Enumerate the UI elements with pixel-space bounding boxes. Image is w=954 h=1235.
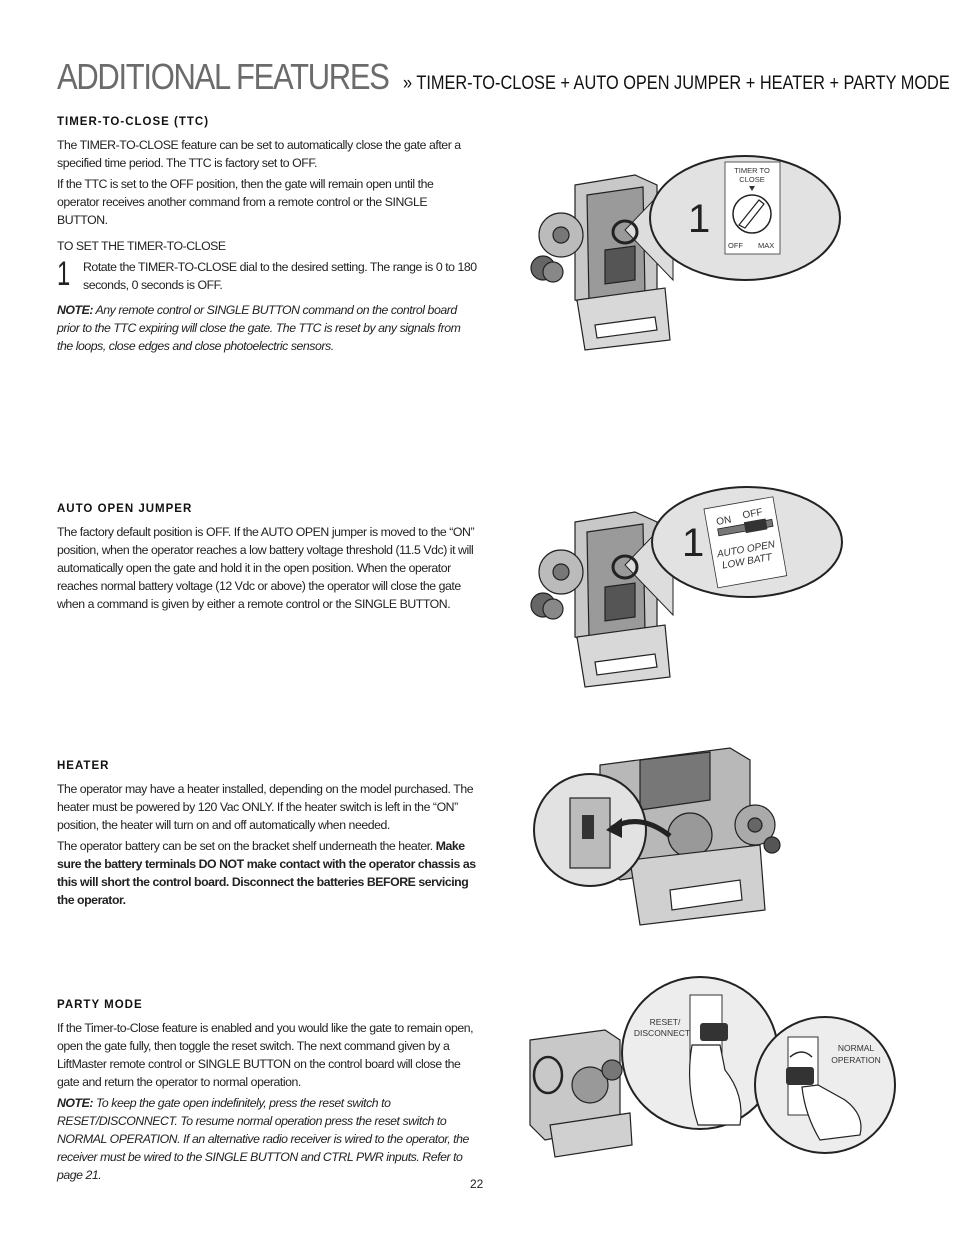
warning-text: Make sure the battery terminals DO NOT m… <box>57 839 476 907</box>
paragraph: The operator may have a heater installed… <box>57 782 474 832</box>
page-number: 22 <box>470 1177 484 1191</box>
subheading: TO SET THE TIMER-TO-CLOSE <box>57 239 226 253</box>
paragraph: The factory default position is OFF. If … <box>57 525 475 611</box>
paragraph: If the Timer-to-Close feature is enabled… <box>57 1021 474 1089</box>
step-number: 1 <box>57 255 71 293</box>
note: NOTE: Any remote control or SINGLE BUTTO… <box>57 301 477 355</box>
paragraph: If the TTC is set to the OFF position, t… <box>57 177 434 227</box>
section-heading: PARTY MODE <box>57 999 143 1011</box>
callout-marker <box>611 219 639 245</box>
dial-label: CLOSE <box>739 175 764 184</box>
note-text: Any remote control or SINGLE BUTTON comm… <box>57 303 461 353</box>
heater-switch <box>582 815 594 839</box>
normal-label: NORMAL <box>838 1043 875 1053</box>
section-heading: HEATER <box>57 760 110 772</box>
arrow-head-icon <box>606 818 622 838</box>
toggle-arrow-icon <box>789 1051 813 1058</box>
step-text: Rotate the TIMER-TO-CLOSE dial to the de… <box>83 260 477 292</box>
operator-drawing <box>530 174 671 351</box>
callout-marker <box>532 1055 564 1095</box>
paragraph-text: The operator battery can be set on the b… <box>57 839 436 853</box>
section-heater: HEATER The operator may have a heater in… <box>57 760 477 912</box>
paragraph: The TIMER-TO-CLOSE feature can be set to… <box>57 138 461 170</box>
step-1: 1 Rotate the TIMER-TO-CLOSE dial to the … <box>57 255 477 297</box>
reset-label: DISCONNECT <box>634 1028 690 1038</box>
section-timer-to-close: TIMER-TO-CLOSE (TTC) The TIMER-TO-CLOSE … <box>57 116 477 358</box>
section-party-mode: PARTY MODE If the Timer-to-Close feature… <box>57 999 477 1187</box>
jumper-on-label: ON <box>716 515 733 528</box>
note: NOTE: To keep the gate open indefinitely… <box>57 1094 477 1184</box>
step-number: 1 <box>688 197 710 241</box>
jumper-shunt <box>743 518 768 534</box>
callout-marker <box>611 554 639 580</box>
dial-label: TIMER TO <box>734 166 770 175</box>
reset-label: RESET/ <box>650 1017 681 1027</box>
operator-drawing <box>530 511 671 688</box>
dial-pointer-icon <box>738 199 765 229</box>
hand-icon <box>801 1084 862 1141</box>
jumper-panel: ON OFF AUTO OPEN LOW BATT <box>703 496 788 589</box>
heater-illustration <box>533 747 781 926</box>
note-label: NOTE: <box>57 303 94 317</box>
normal-label: OPERATION <box>831 1055 880 1065</box>
jumper-off-label: OFF <box>742 507 764 521</box>
timer-to-close-illustration: 1 TIMER TO CLOSE OFF MAX <box>530 155 841 351</box>
note-label: NOTE: <box>57 1096 94 1110</box>
section-auto-open-jumper: AUTO OPEN JUMPER The factory default pos… <box>57 503 477 616</box>
dial-off-label: OFF <box>728 241 743 250</box>
party-mode-illustration: RESET/ DISCONNECT NORMAL OPERATION <box>529 976 896 1158</box>
page-title: ADDITIONAL FEATURES » TIMER-TO-CLOSE + A… <box>57 56 950 98</box>
normal-switch <box>786 1067 814 1085</box>
note-text: To keep the gate open indefinitely, pres… <box>57 1096 469 1182</box>
auto-open-jumper-illustration: 1 ON OFF AUTO OPEN LOW BATT <box>530 486 843 688</box>
dial-max-label: MAX <box>758 241 774 250</box>
reset-switch <box>700 1023 728 1041</box>
step-number: 1 <box>682 521 704 565</box>
section-heading: AUTO OPEN JUMPER <box>57 503 193 515</box>
paragraph: The operator battery can be set on the b… <box>57 837 477 909</box>
page-title-main: ADDITIONAL FEATURES <box>57 56 390 97</box>
section-heading: TIMER-TO-CLOSE (TTC) <box>57 116 210 128</box>
dial-indicator-icon <box>749 186 755 191</box>
page-title-sub: » TIMER-TO-CLOSE + AUTO OPEN JUMPER + HE… <box>403 73 950 94</box>
hand-icon <box>689 1044 742 1126</box>
